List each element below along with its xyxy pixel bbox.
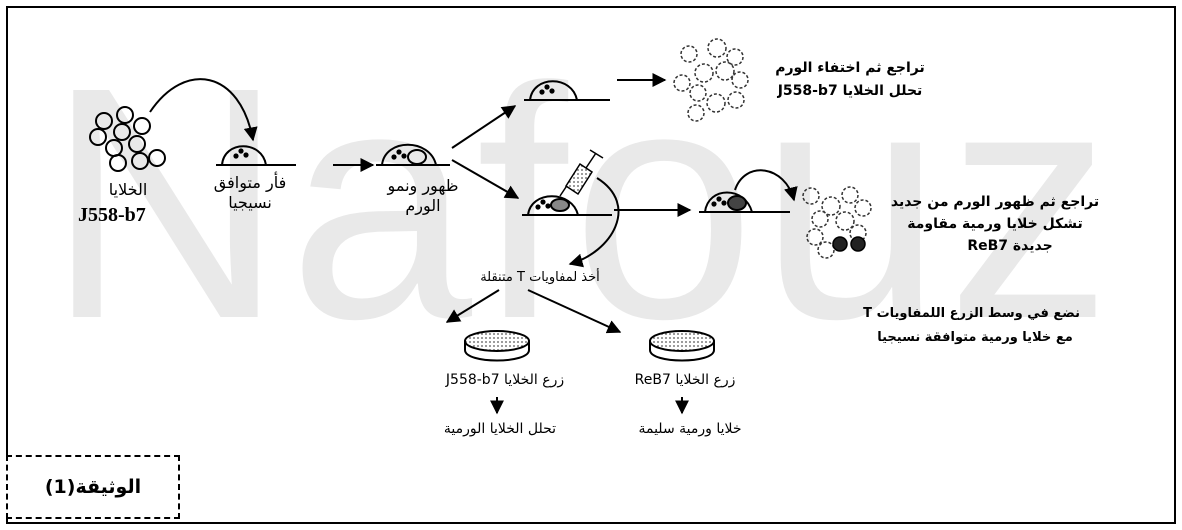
mouse-icon	[216, 145, 296, 166]
left-result-label: تحلل الخلايا الورمية	[443, 421, 557, 437]
tumor-cells-cluster	[89, 106, 166, 172]
petri-dish-left	[464, 330, 530, 362]
mouse-injected-icon	[522, 195, 612, 216]
tumor-label-line1: ظهور ونمو	[387, 176, 459, 195]
regression-label-line1: تراجع ثم اختفاء الورم	[775, 60, 925, 76]
right-culture-label: زرع الخلايا ReB7	[634, 372, 736, 388]
right-result-label: خلايا ورمية سليمة	[638, 421, 742, 437]
mouse-recurrence-icon	[699, 191, 790, 213]
tumor-label-line2: الورم	[405, 196, 441, 215]
recurrence-label-line3: جديدة ReB7	[967, 238, 1053, 254]
recurrence-label-line1: تراجع ثم ظهور الورم من جديد	[890, 194, 1100, 210]
take-t-lymphocytes-label: أخذ لمفاويات T متنقلة	[480, 270, 600, 285]
document-frame	[6, 6, 1176, 524]
left-culture-label: زرع الخلايا J558-b7	[445, 372, 565, 388]
dissolving-cells-right	[802, 186, 872, 259]
resistant-cells-reb7	[832, 236, 866, 252]
mouse-with-tumor-icon	[376, 143, 450, 166]
document-label-box: الوثيقة(1)	[6, 455, 180, 519]
petri-dish-right	[649, 330, 715, 362]
mouse-label-line2: نسيجيا	[228, 193, 272, 212]
mouse-label-line1: فأر متوافق	[213, 173, 287, 192]
regression-label-line2: تحلل الخلايا J558-b7	[777, 83, 923, 99]
recurrence-label-line2: تشكل خلايا ورمية مقاومة	[907, 216, 1083, 232]
dissolving-cells-top	[673, 38, 749, 122]
mouse-regression-icon	[524, 80, 610, 101]
cells-label: الخلايا	[108, 180, 148, 199]
syringe-icon	[559, 149, 604, 197]
document-label: الوثيقة(1)	[44, 476, 142, 498]
cells-code-label: J558-b7	[78, 204, 146, 226]
culture-medium-label-line1: نضع في وسط الزرع اللمفاويات T	[863, 306, 1080, 321]
culture-medium-label-line2: مع خلايا ورمية متوافقة نسيجيا	[877, 330, 1073, 345]
